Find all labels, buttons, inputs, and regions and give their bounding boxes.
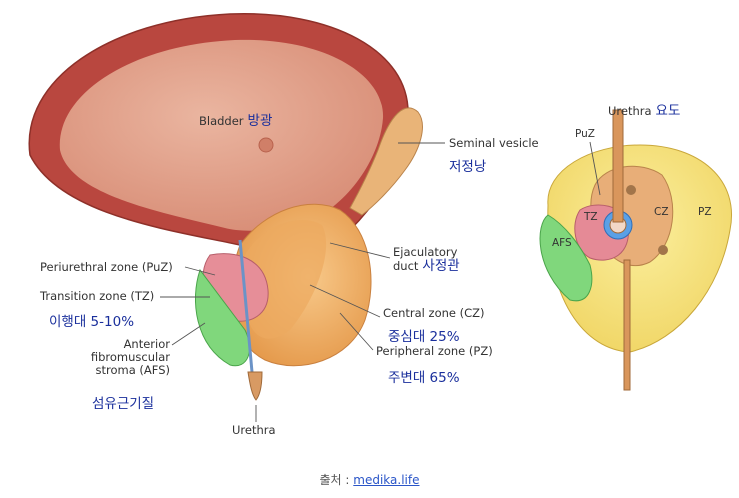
label-seminal-vesicle: Seminal vesicle (449, 136, 539, 150)
label-afs-right: AFS (552, 237, 572, 249)
prostate-cross-section (539, 109, 732, 391)
label-peripheral-zone: Peripheral zone (PZ) (376, 344, 493, 358)
label-pz-right: PZ (698, 206, 712, 218)
prostate-sagittal (194, 203, 372, 401)
left-leader-lines (160, 142, 445, 422)
label-puz-right: PuZ (575, 128, 595, 140)
source-credit: 출처 : medika.life (319, 473, 420, 487)
right-leader-lines (589, 141, 601, 196)
label-afs-ko: 섬유근기질 (92, 396, 155, 412)
label-seminal-vesicle-ko: 저정낭 (449, 159, 487, 175)
label-tz-right: TZ (584, 211, 598, 223)
label-cz-right: CZ (654, 206, 669, 218)
source-link[interactable]: medika.life (353, 473, 420, 487)
seminal-vesicle (349, 107, 423, 216)
label-transition-zone: Transition zone (TZ) (40, 289, 155, 303)
label-urethra: Urethra (232, 423, 276, 437)
bladder (28, 13, 409, 249)
label-peripheral-zone-ko: 주변대 65% (388, 370, 460, 386)
label-periurethral-zone: Periurethral zone (PuZ) (40, 260, 173, 274)
label-anterior-fibromuscular-stroma: Anterior fibromuscular stroma (AFS) (90, 337, 170, 378)
label-transition-zone-ko: 이행대 5-10% (49, 314, 135, 330)
label-central-zone-ko: 중심대 25% (388, 329, 460, 345)
label-central-zone: Central zone (CZ) (383, 306, 485, 320)
